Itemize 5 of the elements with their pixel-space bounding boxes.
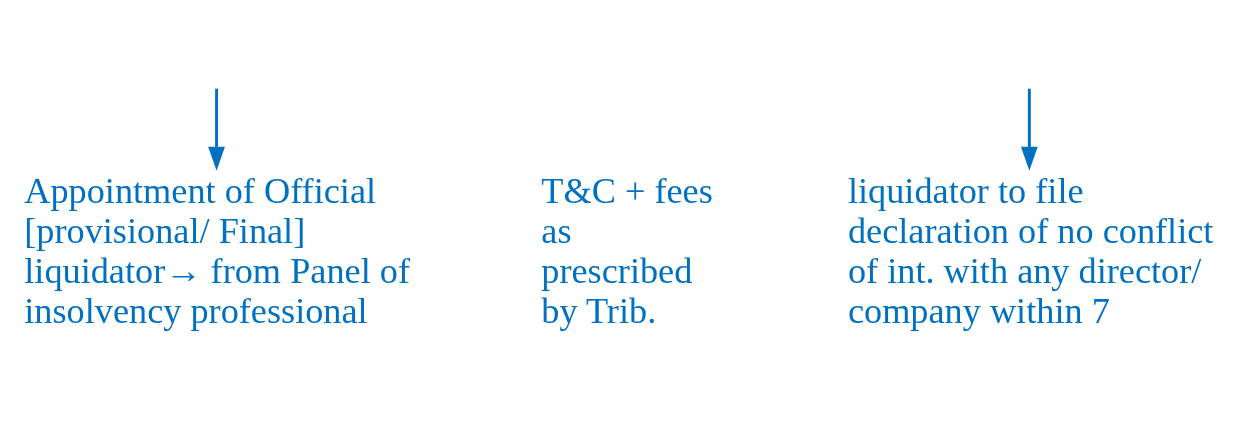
arrow (208, 88, 225, 171)
label: T&C + fees as prescribed by Trib. (541, 170, 713, 331)
arrow (1020, 88, 1038, 171)
node-text: Appointment of Official [provisional/ Final] liquidator→ from Panel of insolvency professional (24, 170, 410, 331)
node-text: liquidator to file declaration of no conflict of int. with any director/ company within 7 (847, 170, 1214, 331)
